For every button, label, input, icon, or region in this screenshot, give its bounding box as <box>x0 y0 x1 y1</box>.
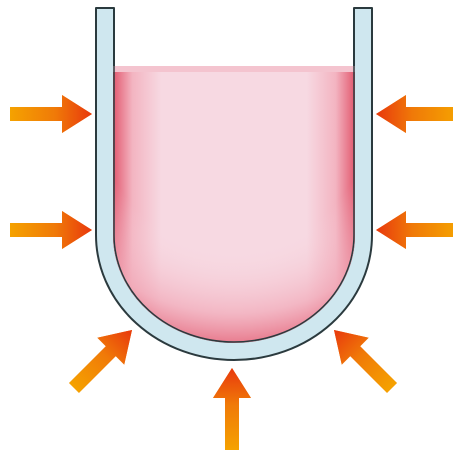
heat-arrow-bottom-left-shading <box>61 317 146 402</box>
heat-arrow-left-upper-shading <box>10 95 92 133</box>
heat-arrow-right-upper-shading <box>376 95 453 133</box>
heat-arrow-bottom-right-shading <box>321 317 406 402</box>
heat-arrow-bottom-shading <box>213 368 251 450</box>
heat-arrow-right-lower-shading <box>376 211 453 249</box>
heat-arrow-left-lower-shading <box>10 211 92 249</box>
